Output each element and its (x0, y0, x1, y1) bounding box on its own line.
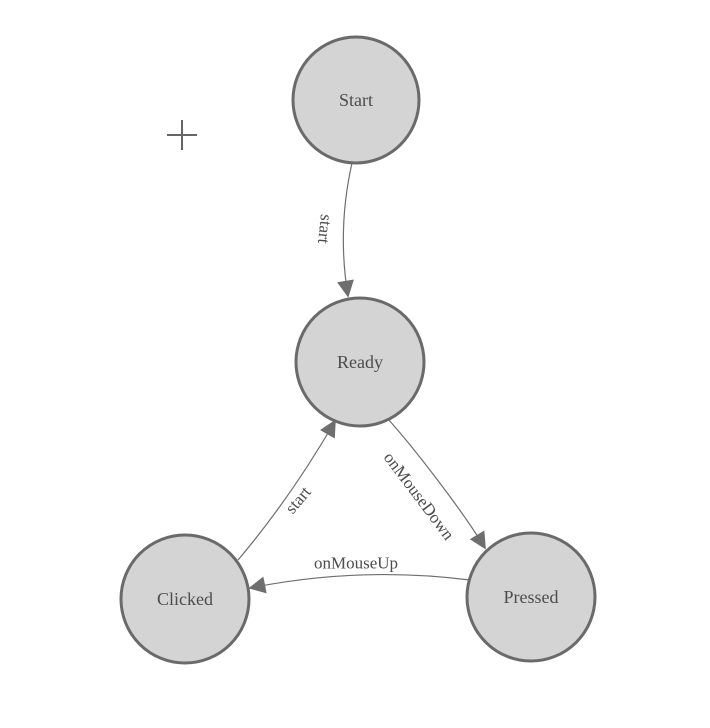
state-node-clicked[interactable]: Clicked (119, 533, 251, 665)
state-circle-pressed[interactable] (465, 531, 597, 663)
state-label-clicked: Clicked (157, 589, 213, 609)
edge-label-ready-to-pressed: onMouseDown (380, 448, 459, 544)
state-label-pressed: Pressed (504, 587, 559, 607)
state-circle-start[interactable] (291, 35, 421, 165)
edge-pressed-to-clicked[interactable] (248, 573, 471, 594)
edge-clicked-to-ready[interactable] (237, 419, 336, 561)
state-node-start[interactable]: Start (291, 35, 421, 165)
state-node-pressed[interactable]: Pressed (465, 531, 597, 663)
edge-ready-to-pressed[interactable] (387, 418, 486, 550)
edge-label-clicked-to-ready: start (281, 482, 315, 517)
nodes-layer: Start Ready Clicked Pressed (119, 35, 597, 665)
state-circle-clicked[interactable] (119, 533, 251, 665)
crosshair-icon (167, 120, 197, 150)
state-node-ready[interactable]: Ready (294, 296, 426, 428)
state-label-ready: Ready (337, 352, 383, 372)
state-circle-ready[interactable] (294, 296, 426, 428)
state-label-start: Start (339, 90, 373, 110)
edge-label-start-to-ready: start (314, 213, 336, 244)
edge-label-pressed-to-clicked: onMouseUp (314, 554, 398, 573)
edge-start-to-ready[interactable] (337, 162, 354, 298)
